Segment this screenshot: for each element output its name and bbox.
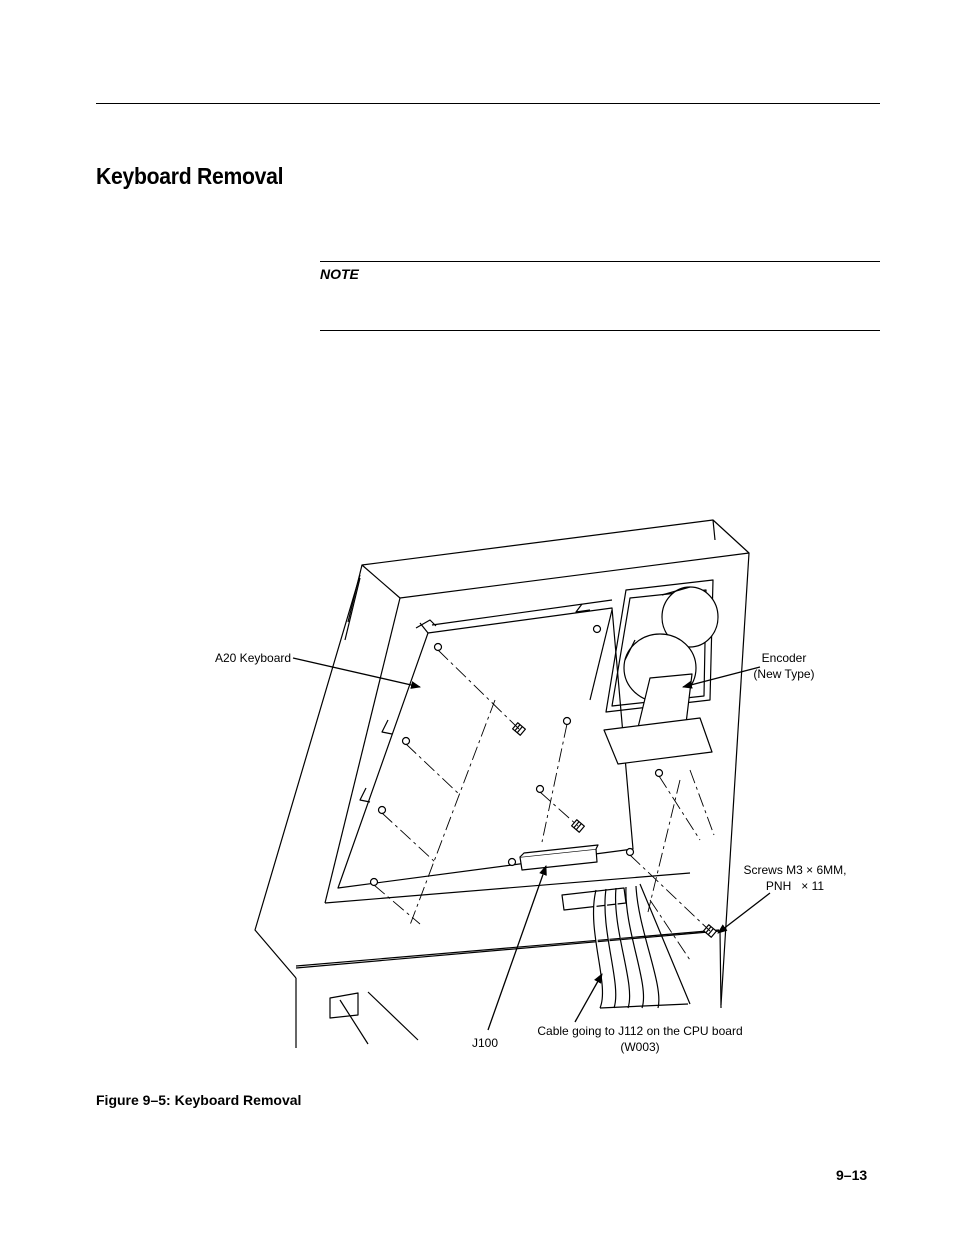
callout-encoder-line2: (New Type) (753, 667, 815, 681)
callout-a20-keyboard-text: A20 Keyboard (215, 651, 292, 665)
callout-cable: Cable going to J112 on the CPU board (W0… (530, 1023, 750, 1055)
callout-screws-line1: Screws M3 × 6MM, (743, 863, 847, 877)
note-label: NOTE (320, 266, 359, 282)
callout-screws: Screws M3 × 6MM, PNH × 11 (730, 862, 860, 894)
callout-j100: J100 (472, 1035, 498, 1051)
assembly-guide-lines (373, 649, 715, 961)
cable-arrow (574, 973, 603, 1023)
note-top-rule (320, 261, 880, 262)
j100-arrow (487, 865, 547, 1031)
callout-j100-text: J100 (472, 1036, 499, 1050)
callout-arrows (292, 657, 771, 1031)
encoder-arrow (682, 666, 761, 689)
page-number: 9–13 (836, 1167, 868, 1183)
callout-encoder-line1: Encoder (761, 651, 807, 665)
j100-connector (519, 844, 599, 871)
front-panel-frame (254, 519, 750, 1048)
keyboard-arrow (292, 657, 421, 689)
note-bottom-rule (320, 330, 880, 331)
ribbon-cable-w003 (561, 883, 691, 1009)
callout-a20-keyboard: A20 Keyboard (215, 650, 291, 666)
callout-cable-line1: Cable going to J112 on the CPU board (537, 1024, 743, 1038)
screws-arrow (717, 892, 771, 934)
a20-keyboard-board (337, 599, 634, 889)
top-rule (96, 103, 880, 104)
callout-cable-line2: (W003) (620, 1040, 660, 1054)
callout-screws-line2: PNH × 11 (765, 879, 825, 893)
figure-caption: Figure 9–5: Keyboard Removal (96, 1092, 302, 1108)
encoder-assembly (603, 586, 719, 765)
section-heading: Keyboard Removal (96, 163, 284, 189)
callout-encoder: Encoder (New Type) (744, 650, 824, 682)
